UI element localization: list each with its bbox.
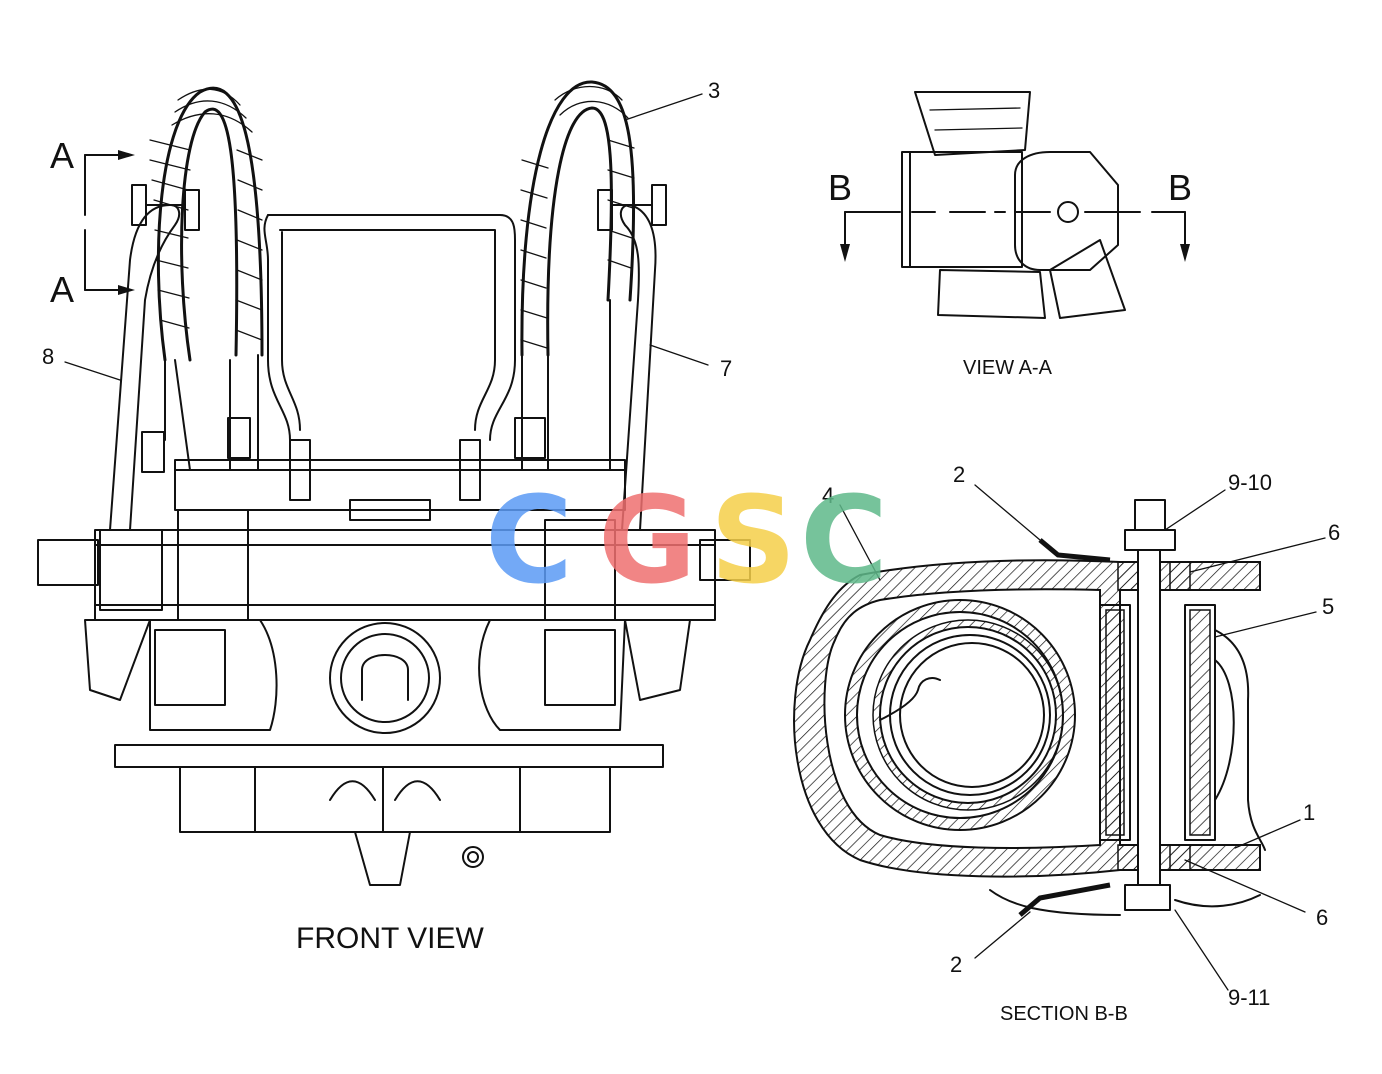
callout-6-bottom: 6 [1316,905,1328,930]
callout-7: 7 [720,356,732,381]
section-bb-leaders [839,484,1326,991]
right-coiled-hose [520,80,636,357]
callout-1: 1 [1303,800,1315,825]
watermark-logo: C G S C [485,472,888,611]
left-coiled-hose [149,86,264,362]
callout-2-bottom: 2 [950,952,962,977]
section-marker-a-upper: A [50,135,74,176]
section-bb-drawing [793,499,1266,917]
view-aa-drawing [840,91,1190,319]
section-marker-b-right: B [1168,167,1192,208]
watermark-letter-2: G [598,472,697,611]
callout-3: 3 [708,78,720,103]
callout-9-10: 9-10 [1228,470,1272,495]
left-handle [109,184,259,531]
callout-2-top: 2 [953,462,965,487]
callout-4: 4 [822,483,834,508]
watermark-letter-3: S [710,472,796,611]
main-body [37,459,751,886]
section-bb-caption: SECTION B-B [1000,1003,1128,1025]
callout-8: 8 [42,344,54,369]
front-view-drawing: A A 8 7 3 FRONT VIEW [37,78,751,955]
watermark-letter-1: C [485,472,573,611]
view-aa-caption: VIEW A-A [963,357,1053,379]
callout-5: 5 [1322,594,1334,619]
section-marker-b-left: B [828,167,852,208]
section-marker-a-lower: A [50,269,74,310]
callout-6-top: 6 [1328,520,1340,545]
leader-line-8 [64,361,121,381]
center-frame [263,214,516,501]
front-view-caption: FRONT VIEW [296,922,484,955]
watermark-letter-4: C [800,472,888,611]
callout-9-11: 9-11 [1228,985,1270,1010]
leader-line-3 [624,93,703,121]
section-a-indicator [84,150,135,295]
right-handle [514,184,667,531]
leader-line-7 [649,344,709,366]
